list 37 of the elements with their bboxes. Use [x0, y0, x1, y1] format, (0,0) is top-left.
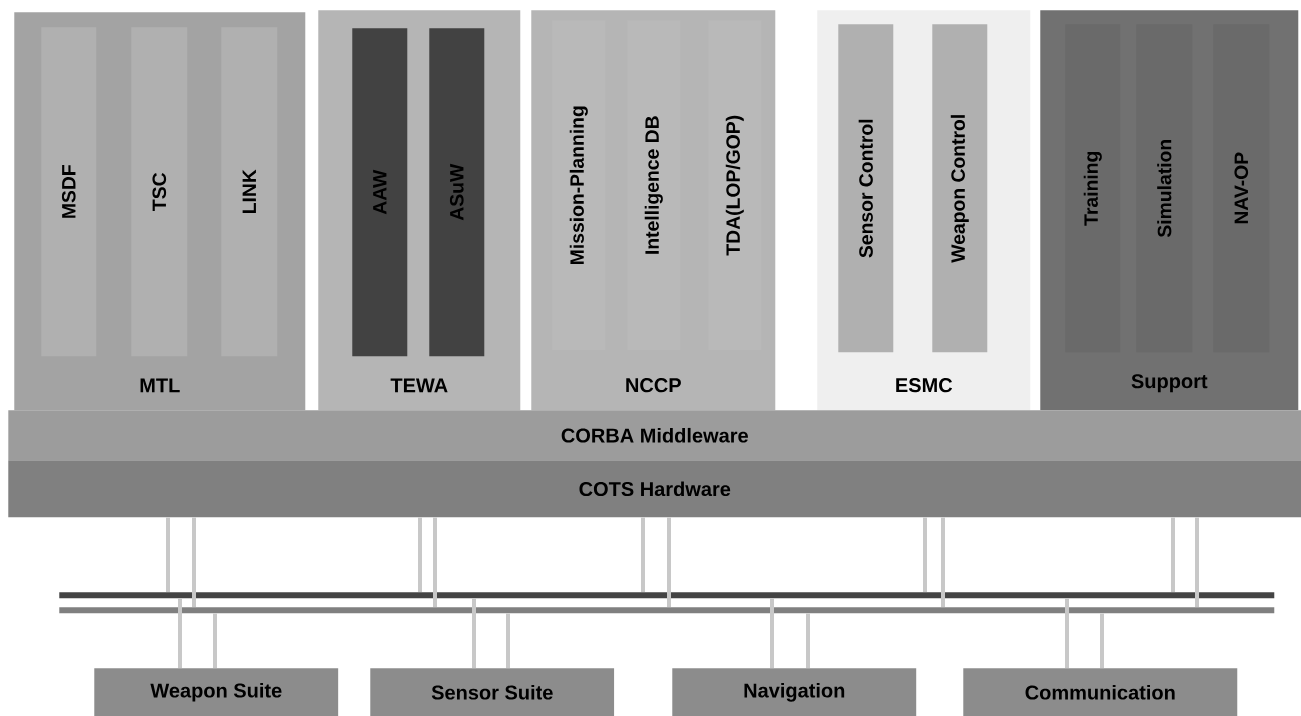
component-bar: TSC — [131, 27, 188, 357]
component-bar: ASuW — [429, 28, 485, 357]
connector-line — [178, 598, 182, 668]
connector-line — [667, 517, 671, 607]
connector-line — [472, 598, 476, 668]
connector-line — [641, 517, 645, 592]
component-bar: MSDF — [41, 27, 97, 357]
connector-line — [923, 517, 927, 592]
connector-line — [1065, 598, 1069, 668]
component-bar: Training — [1065, 24, 1121, 353]
component-bar: TDA(LOP/GOP) — [708, 20, 762, 351]
layer-band: CORBA Middleware — [8, 410, 1301, 461]
connector-line — [1100, 613, 1104, 668]
connector-line — [166, 517, 170, 592]
component-bar: Sensor Control — [838, 24, 894, 353]
component-bar: Weapon Control — [932, 24, 988, 353]
connector-line — [806, 613, 810, 668]
component-bar: Simulation — [1136, 24, 1193, 353]
component-bar: LINK — [221, 27, 278, 357]
connector-line — [213, 613, 217, 668]
connector-line — [770, 598, 774, 668]
connector-line — [418, 517, 422, 592]
connector-line — [1195, 517, 1199, 607]
subsystem-box: Weapon Suite — [94, 668, 339, 716]
component-bar: AAW — [352, 28, 408, 357]
subsystem-box: Navigation — [672, 668, 917, 716]
connector-line — [941, 517, 945, 607]
connector-line — [1171, 517, 1175, 592]
connector-line — [506, 613, 510, 668]
connector-line — [433, 517, 437, 607]
component-bar: NAV-OP — [1213, 24, 1270, 353]
component-bar: Mission-Planning — [552, 20, 606, 351]
subsystem-box: Communication — [963, 668, 1238, 716]
component-bar: Intelligence DB — [627, 20, 681, 351]
connector-line — [192, 517, 196, 607]
subsystem-box: Sensor Suite — [370, 668, 615, 716]
layer-band: COTS Hardware — [8, 460, 1301, 518]
